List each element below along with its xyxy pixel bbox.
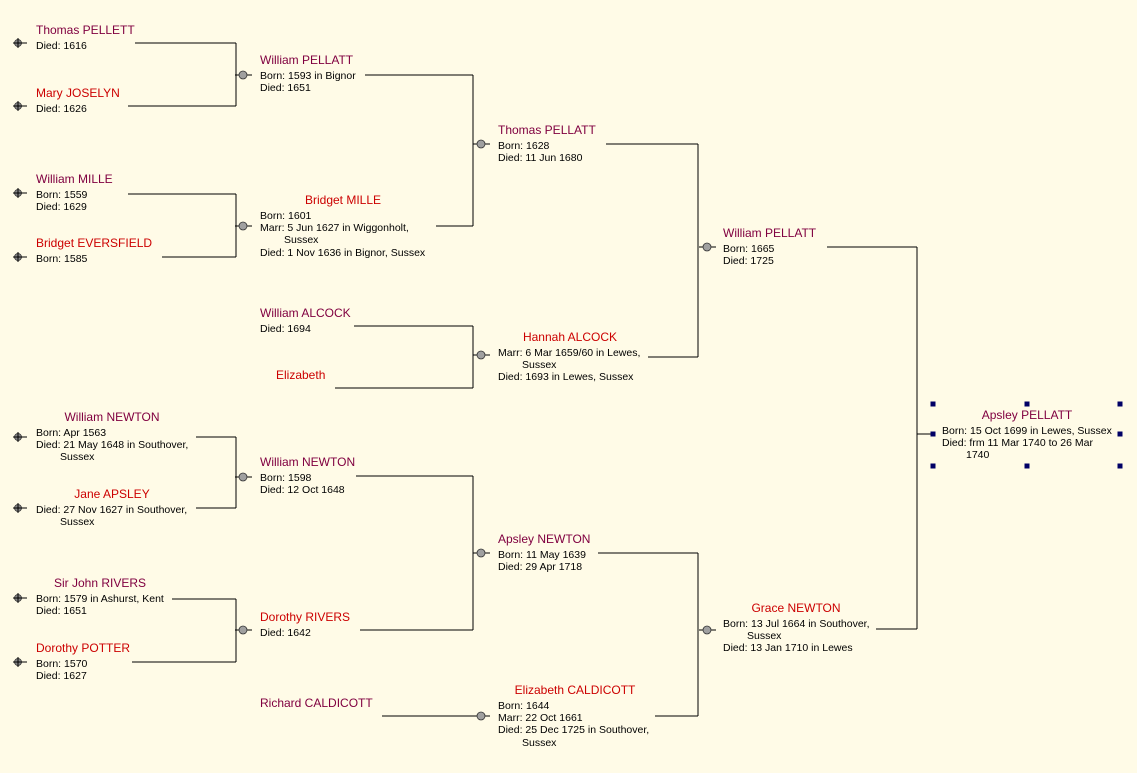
person-detail: Born: 1628 bbox=[498, 140, 550, 152]
expand-ancestors-icon[interactable] bbox=[13, 188, 27, 198]
person-name[interactable]: Elizabeth CALDICOTT bbox=[514, 683, 636, 697]
person-detail: Died: 1694 bbox=[260, 323, 311, 335]
person-detail: Died: 1629 bbox=[36, 201, 87, 214]
person-detail: Died: frm 11 Mar 1740 to 26 Mar bbox=[942, 437, 1093, 450]
person-detail: Died: 1693 in Lewes, Sussex bbox=[498, 371, 634, 384]
person-detail: Born: 1593 in Bignor bbox=[260, 70, 356, 82]
person-name[interactable]: Grace NEWTON bbox=[751, 601, 841, 615]
expand-ancestors-icon[interactable] bbox=[13, 38, 27, 48]
person-name[interactable]: Apsley PELLATT bbox=[981, 408, 1073, 422]
person-detail: Died: 12 Oct 1648 bbox=[260, 484, 345, 497]
person-detail: Born: 11 May 1639 bbox=[498, 549, 586, 561]
person-name[interactable]: Bridget EVERSFIELD bbox=[36, 236, 153, 250]
selection-handle[interactable] bbox=[1117, 431, 1123, 437]
person-name[interactable]: William PELLATT bbox=[723, 226, 817, 240]
person-detail: Sussex bbox=[60, 516, 95, 529]
person-detail: Sussex bbox=[522, 359, 557, 372]
expand-node-icon[interactable] bbox=[476, 548, 486, 558]
person-detail: Sussex bbox=[522, 736, 557, 749]
expand-node-icon[interactable] bbox=[476, 711, 486, 721]
person-detail: Died: 1626 bbox=[36, 103, 87, 115]
person-detail: Born: 1559 bbox=[36, 189, 88, 201]
person-detail: Born: Apr 1563 bbox=[36, 427, 107, 439]
person-name[interactable]: Bridget MILLE bbox=[304, 193, 382, 207]
expand-ancestors-icon[interactable] bbox=[13, 593, 27, 603]
expand-ancestors-icon[interactable] bbox=[13, 101, 27, 111]
expand-node-icon[interactable] bbox=[238, 472, 248, 482]
person-name[interactable]: Hannah ALCOCK bbox=[522, 330, 618, 344]
person-detail: Marr: 5 Jun 1627 in Wiggonholt, bbox=[260, 222, 409, 235]
person-name[interactable]: Richard CALDICOTT bbox=[260, 696, 373, 710]
person-detail: Marr: 22 Oct 1661 bbox=[498, 712, 583, 725]
person-detail: Died: 27 Nov 1627 in Southover, bbox=[36, 504, 188, 516]
person-name[interactable]: William ALCOCK bbox=[260, 306, 351, 320]
expand-node-icon[interactable] bbox=[702, 242, 712, 252]
person-detail: Sussex bbox=[747, 630, 782, 643]
person-detail: Died: 29 Apr 1718 bbox=[498, 561, 583, 574]
person-name[interactable]: Thomas PELLETT bbox=[36, 23, 135, 37]
person-detail: Born: 1598 bbox=[260, 472, 312, 484]
person-detail: Died: 13 Jan 1710 in Lewes bbox=[723, 642, 853, 655]
person-detail: Died: 1627 bbox=[36, 670, 87, 683]
expand-node-icon[interactable] bbox=[702, 625, 712, 635]
person-detail: Born: 13 Jul 1664 in Southover, bbox=[723, 618, 870, 630]
person-name[interactable]: Dorothy POTTER bbox=[36, 641, 131, 655]
person-detail: Born: 15 Oct 1699 in Lewes, Sussex bbox=[942, 425, 1112, 437]
expand-node-icon[interactable] bbox=[238, 625, 248, 635]
expand-node-icon[interactable] bbox=[238, 70, 248, 80]
expand-ancestors-icon[interactable] bbox=[13, 503, 27, 513]
expand-node-icon[interactable] bbox=[476, 350, 486, 360]
person-detail: Born: 1570 bbox=[36, 658, 88, 670]
person-detail: Died: 1 Nov 1636 in Bignor, Sussex bbox=[260, 246, 426, 259]
person-name[interactable]: William MILLE bbox=[36, 172, 113, 186]
person-detail: Born: 1665 bbox=[723, 243, 775, 255]
expand-node-icon[interactable] bbox=[238, 221, 248, 231]
person-name[interactable]: Apsley NEWTON bbox=[498, 532, 591, 546]
person-name[interactable]: Thomas PELLATT bbox=[498, 123, 596, 137]
person-detail: Died: 1651 bbox=[36, 605, 87, 618]
person-detail: Died: 1651 bbox=[260, 82, 311, 95]
person-detail: Born: 1585 bbox=[36, 253, 88, 265]
person-name[interactable]: Mary JOSELYN bbox=[36, 86, 120, 100]
person-detail: 1740 bbox=[966, 449, 990, 462]
selection-handle[interactable] bbox=[1024, 463, 1030, 469]
selection-handle[interactable] bbox=[930, 401, 936, 407]
person-name[interactable]: Elizabeth bbox=[276, 368, 326, 382]
person-detail: Sussex bbox=[60, 451, 95, 464]
selection-handle[interactable] bbox=[930, 431, 936, 437]
person-name[interactable]: William NEWTON bbox=[64, 410, 160, 424]
selection-handle[interactable] bbox=[1024, 401, 1030, 407]
expand-node-icon[interactable] bbox=[476, 139, 486, 149]
person-detail: Died: 11 Jun 1680 bbox=[498, 152, 583, 165]
person-detail: Died: 1725 bbox=[723, 255, 774, 268]
person-detail: Born: 1644 bbox=[498, 700, 550, 712]
person-detail: Died: 1642 bbox=[260, 627, 311, 639]
person-name[interactable]: Dorothy RIVERS bbox=[260, 610, 351, 624]
person-detail: Sussex bbox=[284, 234, 319, 247]
expand-ancestors-icon[interactable] bbox=[13, 657, 27, 667]
selection-handle[interactable] bbox=[1117, 401, 1123, 407]
selection-handle[interactable] bbox=[930, 463, 936, 469]
person-detail: Marr: 6 Mar 1659/60 in Lewes, bbox=[498, 347, 641, 359]
person-name[interactable]: Sir John RIVERS bbox=[53, 576, 147, 590]
person-detail: Born: 1579 in Ashurst, Kent bbox=[36, 593, 164, 605]
person-detail: Died: 21 May 1648 in Southover, bbox=[36, 439, 189, 452]
person-detail: Died: 25 Dec 1725 in Southover, bbox=[498, 724, 650, 737]
selection-handle[interactable] bbox=[1117, 463, 1123, 469]
person-name[interactable]: Jane APSLEY bbox=[74, 487, 150, 501]
person-detail: Died: 1616 bbox=[36, 40, 87, 52]
expand-ancestors-icon[interactable] bbox=[13, 432, 27, 442]
person-detail: Born: 1601 bbox=[260, 210, 312, 222]
person-name[interactable]: William NEWTON bbox=[260, 455, 356, 469]
expand-ancestors-icon[interactable] bbox=[13, 252, 27, 262]
person-name[interactable]: William PELLATT bbox=[260, 53, 354, 67]
